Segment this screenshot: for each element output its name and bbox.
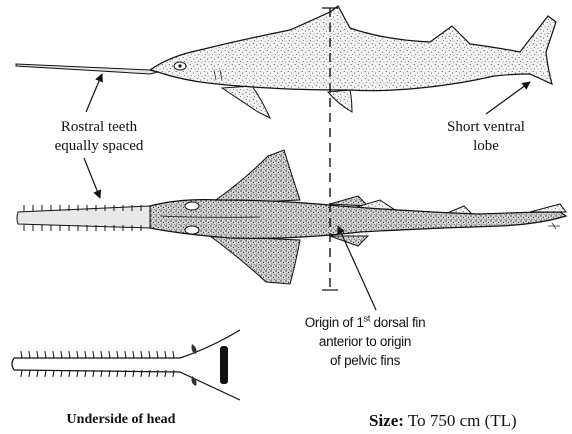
label-rostral-teeth: Rostral teeth equally spaced xyxy=(24,118,174,156)
underside-head-view xyxy=(12,330,240,400)
arrow-short-ventral-lobe xyxy=(486,82,530,114)
arrow-rostral-top xyxy=(86,74,102,112)
label-dorsal-origin: Origin of 1st dorsal fin anterior to ori… xyxy=(290,313,440,370)
label-origin-prefix: Origin of 1 xyxy=(305,315,364,330)
label-size: Size: To 750 cm (TL) xyxy=(369,411,517,430)
dorsal-rostrum xyxy=(17,206,150,228)
lateral-body xyxy=(150,6,556,91)
label-origin-line1: Origin of 1st dorsal fin xyxy=(290,313,440,332)
label-size-value: To 750 cm (TL) xyxy=(404,411,517,430)
lateral-pectoral-fin xyxy=(222,86,270,118)
label-short-ventral-lobe: Short ventral lobe xyxy=(418,118,554,156)
label-rostral-line1: Rostral teeth xyxy=(24,118,174,137)
label-rostral-line2: equally spaced xyxy=(24,137,174,156)
dorsal-view xyxy=(17,150,566,284)
underside-outline xyxy=(14,330,240,400)
dorsal-pectoral-fin-upper xyxy=(210,150,300,204)
lateral-view xyxy=(16,6,556,118)
lateral-rostrum xyxy=(16,64,158,74)
label-origin-suffix: dorsal fin xyxy=(370,315,425,330)
underside-rostral-teeth xyxy=(21,351,174,377)
arrow-rostral-bottom xyxy=(84,158,100,198)
label-short-line1: Short ventral xyxy=(418,118,554,137)
label-underside-of-head: Underside of head xyxy=(46,410,196,429)
label-size-key: Size: xyxy=(369,411,404,430)
dorsal-pectoral-fin-lower xyxy=(210,236,300,284)
label-short-line2: lobe xyxy=(418,137,554,156)
label-origin-line2: anterior to origin xyxy=(290,332,440,351)
lateral-pelvic-fin xyxy=(328,90,352,112)
label-origin-line3: of pelvic fins xyxy=(290,351,440,370)
